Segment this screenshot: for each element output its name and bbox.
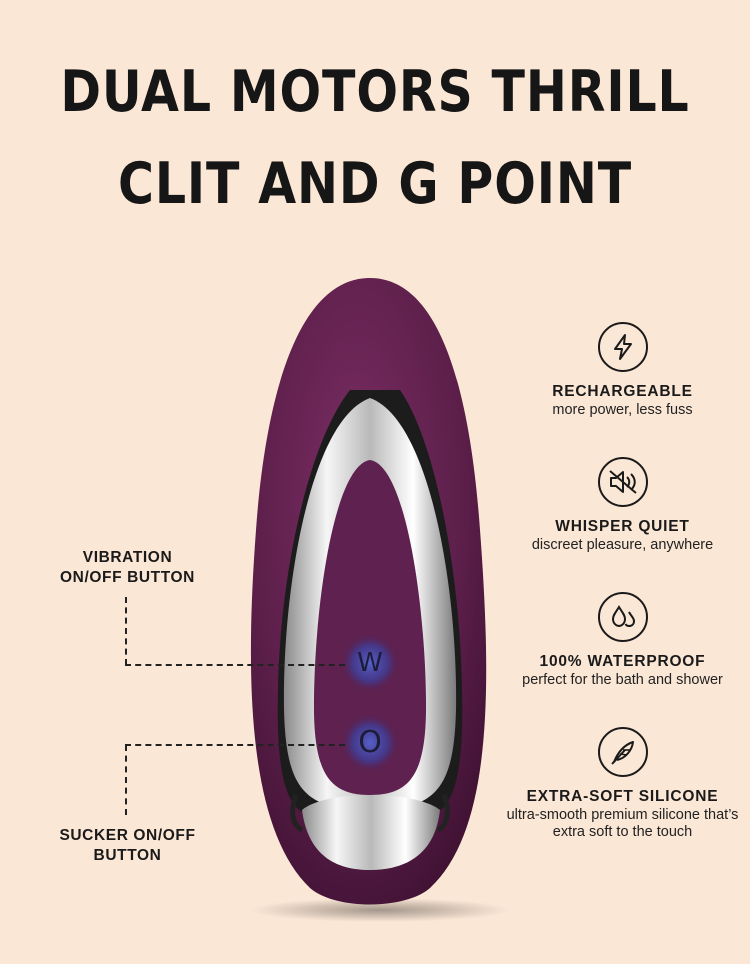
vibration-callout-line-horizontal [125, 664, 345, 666]
product-device: W O [230, 270, 510, 930]
vibration-callout-line-vertical [125, 597, 127, 665]
feature-rechargeable: RECHARGEABLE more power, less fuss [500, 322, 745, 419]
feature-title: EXTRA-SOFT SILICONE [526, 788, 719, 805]
mute-speaker-icon [608, 470, 637, 494]
feather-icon [610, 741, 634, 765]
feature-desc: more power, less fuss [552, 402, 693, 418]
feature-whisper-quiet: WHISPER QUIET discreet pleasure, anywher… [500, 457, 745, 554]
headline-line-1: DUAL MOTORS THRILL [60, 59, 690, 125]
vibration-button-glow [340, 633, 400, 693]
sucker-button[interactable]: O [348, 725, 392, 761]
feature-title: WHISPER QUIET [555, 518, 690, 535]
sucker-button-glow [340, 713, 400, 773]
feature-desc: discreet pleasure, anywhere [531, 537, 714, 553]
feature-title: 100% WATERPROOF [539, 653, 706, 670]
sucker-callout-line-horizontal [125, 744, 345, 746]
headline: DUAL MOTORS THRILL CLIT AND G POINT [53, 46, 698, 230]
feature-desc: perfect for the bath and shower [522, 672, 723, 688]
sucker-button-label: O [358, 725, 382, 760]
water-drops-icon [611, 605, 635, 628]
feature-desc: ultra-smooth premium silicone that’s ext… [506, 807, 739, 840]
vibration-button[interactable]: W [348, 647, 392, 679]
feature-waterproof: 100% WATERPROOF perfect for the bath and… [500, 592, 745, 689]
sucker-callout-line-vertical [125, 745, 127, 815]
headline-line-2: CLIT AND G POINT [117, 151, 633, 217]
feature-title: RECHARGEABLE [552, 383, 693, 400]
vibration-callout-label: VIBRATION ON/OFF BUTTON [60, 549, 195, 586]
feature-extra-soft-silicone: EXTRA-SOFT SILICONE ultra-smooth premium… [500, 727, 745, 841]
vibration-button-label: W [357, 648, 383, 678]
lightning-icon [613, 334, 632, 360]
device-illustration [250, 278, 510, 922]
sucker-callout-label: SUCKER ON/OFF BUTTON [59, 827, 196, 864]
